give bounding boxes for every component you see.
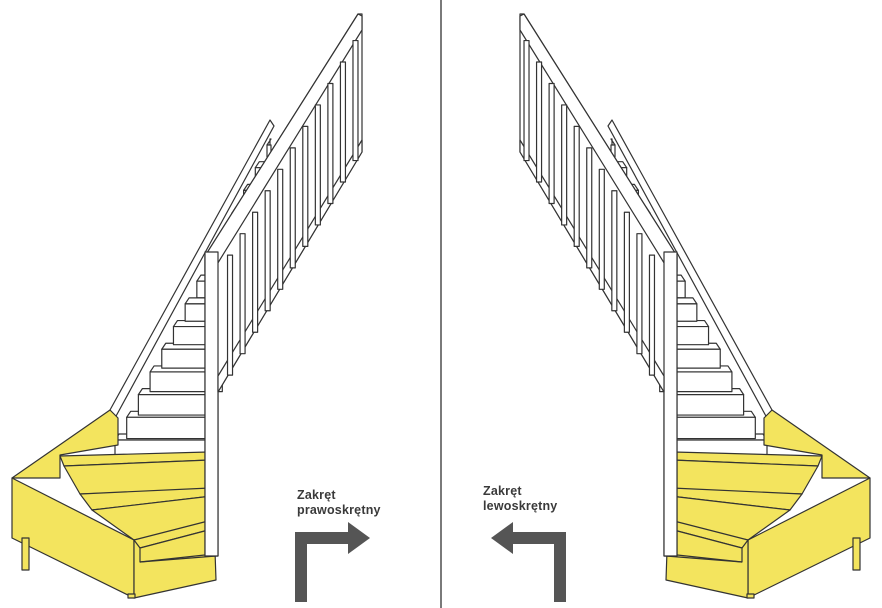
baluster [548,82,555,205]
right-turn-label: Zakręt prawoskrętny [297,488,381,518]
baluster [327,82,334,205]
baluster [623,211,630,333]
baluster [239,233,246,355]
baluster [352,39,359,162]
winder-leg [127,593,136,599]
baluster [573,125,580,248]
winder-leg [746,593,755,599]
baluster [535,61,543,183]
balusters [226,39,359,376]
newel-post [204,251,219,557]
stair-riser [668,416,756,440]
stair-tread [266,138,272,146]
stair-tread [610,138,616,146]
baluster [611,190,618,312]
winder-leg [852,537,861,571]
baluster [586,147,593,269]
baluster [252,211,259,333]
left-turn-label: Zakręt lewoskrętny [483,484,557,514]
right-turn-staircase [11,13,363,599]
baluster [648,254,656,376]
right-turn-label-line2: prawoskrętny [297,503,381,517]
baluster [561,104,568,226]
winder-back-panel [11,409,119,479]
baluster [523,39,530,162]
baluster [636,233,643,355]
baluster [314,104,321,226]
arrow-turn-right-icon [295,522,370,602]
baluster [302,125,309,248]
right-turn-label-line1: Zakręt [297,488,336,502]
winder-back-panel [763,409,871,479]
left-turn-label-line1: Zakręt [483,484,522,498]
left-turn-staircase [519,13,871,599]
baluster [277,168,284,290]
winder-leg [21,537,30,571]
baluster [339,61,347,183]
baluster [289,147,296,269]
arrow-turn-left-icon [491,522,566,602]
balusters [523,39,656,376]
baluster [226,254,234,376]
stair-riser [126,416,214,440]
left-turn-label-line2: lewoskrętny [483,499,558,513]
baluster [264,190,271,312]
baluster [598,168,605,290]
newel-post [663,251,678,557]
